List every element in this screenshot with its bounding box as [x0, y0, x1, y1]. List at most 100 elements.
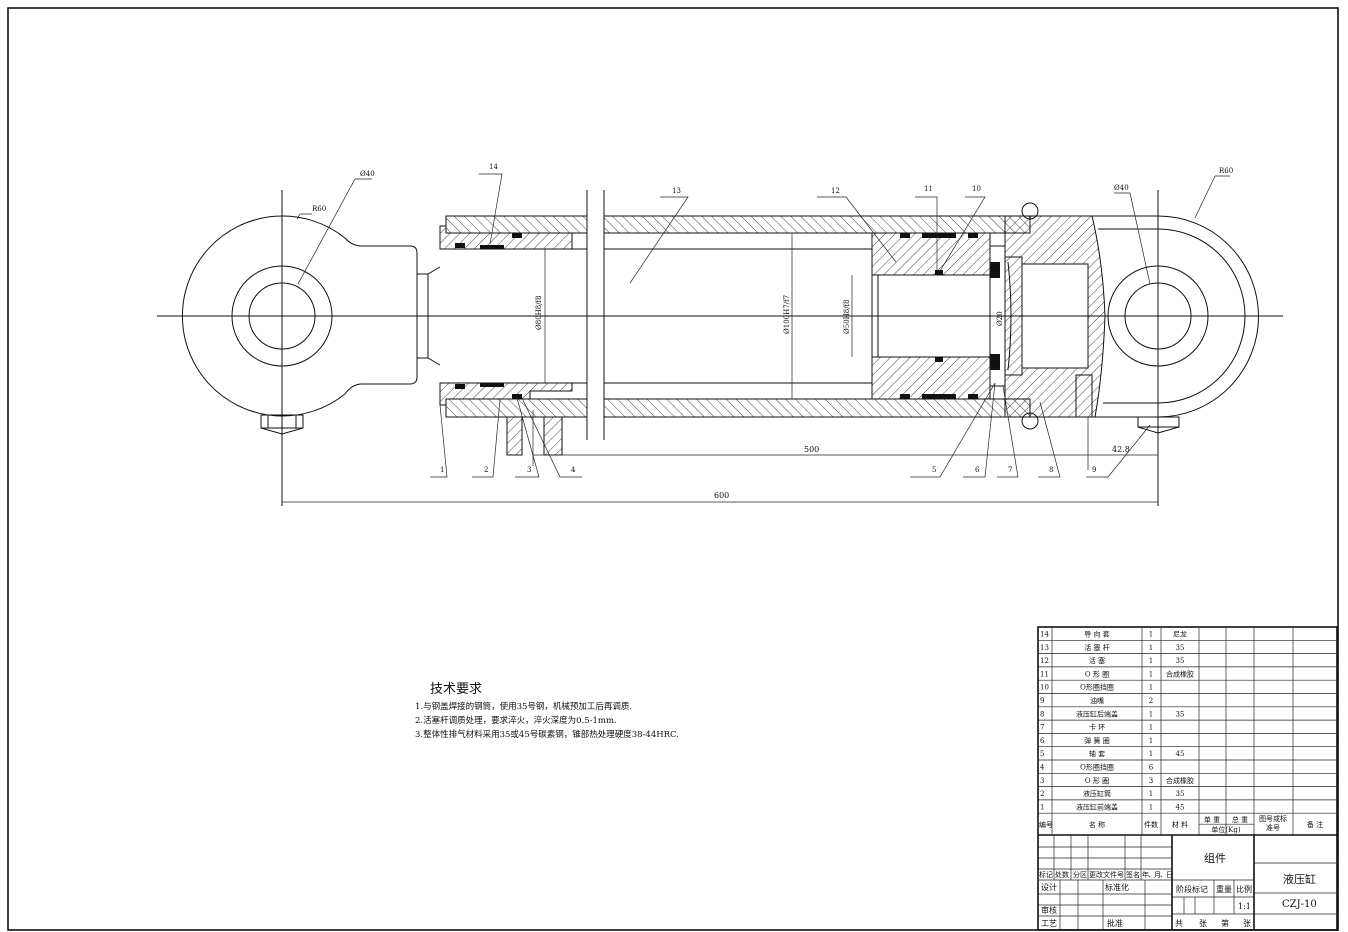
parts-cell-name: 液压缸筒: [1083, 789, 1111, 798]
tb-sheet-no: 第: [1221, 918, 1229, 928]
parts-header-material: 材 料: [1172, 820, 1188, 829]
dim-right-bore: Ø40: [1114, 184, 1129, 192]
balloon-5: 5: [932, 466, 936, 474]
parts-cell-material: 合成橡胶: [1166, 669, 1194, 678]
parts-cell-qty: 3: [1149, 777, 1153, 785]
parts-cell-name: 卡 环: [1089, 723, 1105, 732]
dim-piston-rod-fit: Ø50H8/f8: [843, 299, 851, 334]
balloon-7: 7: [1008, 466, 1012, 474]
parts-cell-no: 7: [1040, 724, 1044, 732]
parts-cell-qty: 1: [1149, 684, 1153, 692]
parts-cell-qty: 2: [1149, 697, 1153, 705]
parts-cell-qty: 1: [1149, 631, 1153, 639]
parts-cell-name: 油嘴: [1090, 696, 1104, 705]
technical-requirements: 技术要求 1.与钢盖焊接的钢筒，使用35号钢，机械预加工后再调质. 2.活塞杆调…: [415, 682, 679, 740]
dim-stroke: 500: [804, 445, 819, 454]
parts-header-total_weight: 总 重: [1232, 815, 1248, 824]
balloon-12: 12: [831, 187, 840, 195]
tb-assembly: 组件: [1204, 851, 1226, 865]
right-rod-eye: [1092, 215, 1259, 434]
parts-cell-qty: 6: [1149, 764, 1154, 772]
parts-cell-material: 35: [1176, 790, 1185, 798]
balloon-1: 1: [440, 466, 444, 474]
tb-weight: 重量: [1216, 884, 1232, 894]
tb-process: 工艺: [1041, 919, 1057, 928]
parts-header-qty: 件数: [1144, 820, 1158, 829]
dim-overall-length: 600: [714, 491, 729, 500]
front-end-cap: [439, 225, 587, 406]
parts-header-no: 编号: [1039, 820, 1053, 829]
dim-rod-fit: Ø80H8/f8: [535, 295, 543, 330]
dimensions: 600 500 42.8 Ø80H8/f8 Ø100H7/f7 Ø50H8/f8…: [282, 167, 1233, 503]
parts-cell-qty: 1: [1149, 790, 1153, 798]
tb-signature: 签名: [1126, 870, 1140, 879]
parts-cell-no: 5: [1040, 750, 1044, 758]
dim-offset: 42.8: [1112, 445, 1130, 454]
tb-date: 年、月、日: [1142, 870, 1172, 879]
cylinder-tube: [445, 190, 1031, 466]
drawing-number: CZJ-10: [1282, 899, 1317, 910]
tb-stage-mark: 阶段标记: [1176, 884, 1208, 894]
part-leaders: 1 2 3 4 5 6 7 8 9 10 11 12 13 14: [430, 163, 1151, 478]
dim-small-dia: Ø20: [996, 311, 1004, 326]
balloon-13: 13: [672, 187, 681, 195]
parts-cell-material: 45: [1176, 750, 1185, 758]
parts-cell-material: 35: [1176, 644, 1185, 652]
piston: [871, 232, 1006, 400]
parts-header-weight_unit: 单位(Kg): [1211, 825, 1240, 834]
parts-cell-no: 2: [1040, 790, 1044, 798]
balloon-9: 9: [1092, 466, 1096, 474]
tb-count: 处数: [1055, 870, 1069, 879]
tech-req-item: 3.整体性排气材料采用35或45号碳素钢，锥部热处理硬度38-44HRC.: [415, 729, 679, 740]
left-rod-eye: [181, 215, 441, 435]
parts-cell-name: O形圈挡圈: [1080, 683, 1114, 692]
balloon-11: 11: [924, 185, 933, 193]
tb-total: 共: [1175, 919, 1183, 928]
tb-scale-label: 比例: [1236, 884, 1252, 894]
parts-cell-no: 14: [1040, 631, 1049, 639]
parts-cell-name: O形圈挡圈: [1080, 763, 1114, 772]
parts-cell-material: 45: [1176, 803, 1185, 811]
parts-cell-qty: 1: [1149, 644, 1153, 652]
tech-req-item: 1.与钢盖焊接的钢筒，使用35号钢，机械预加工后再调质.: [415, 701, 632, 712]
parts-cell-name: 液压缸后端盖: [1076, 709, 1118, 718]
dim-right-radius: R60: [1219, 167, 1233, 175]
balloon-2: 2: [484, 466, 488, 474]
drawing-title: 液压缸: [1283, 872, 1316, 886]
parts-cell-material: 合成橡胶: [1166, 776, 1194, 785]
parts-cell-no: 8: [1040, 710, 1044, 718]
parts-header-unit_weight: 单 重: [1204, 815, 1220, 824]
parts-cell-no: 1: [1040, 803, 1044, 811]
tb-review: 审核: [1041, 905, 1057, 915]
tb-sheets: 张: [1199, 919, 1207, 928]
parts-header-name: 名 称: [1089, 820, 1105, 829]
balloon-10: 10: [972, 185, 981, 193]
title-block: 标记 处数 分区 更改文件号 签名 年、月、日 设计 标准化 审核 工艺 批准 …: [1038, 834, 1337, 930]
parts-cell-name: 弹 簧 圈: [1084, 736, 1109, 745]
parts-cell-no: 6: [1040, 737, 1045, 745]
parts-cell-qty: 1: [1149, 803, 1153, 811]
parts-cell-qty: 1: [1149, 750, 1153, 758]
dim-left-radius: R60: [312, 205, 326, 213]
parts-cell-no: 10: [1040, 684, 1049, 692]
parts-cell-material: 尼龙: [1173, 630, 1187, 639]
parts-cell-name: 活 塞: [1089, 656, 1105, 665]
balloon-3: 3: [527, 466, 531, 474]
drawing-frame: [7, 7, 1339, 931]
parts-cell-no: 11: [1040, 670, 1049, 678]
tech-req-title: 技术要求: [430, 682, 482, 697]
parts-cell-no: 9: [1040, 697, 1044, 705]
rear-end-cap: [1004, 202, 1106, 430]
parts-cell-no: 4: [1040, 764, 1045, 772]
parts-cell-name: 轴 套: [1089, 749, 1105, 758]
parts-cell-qty: 1: [1149, 710, 1153, 718]
tb-approve: 批准: [1107, 918, 1123, 928]
parts-header-drawing_no: 图号或标: [1259, 814, 1287, 823]
tb-scale: 1:1: [1238, 902, 1251, 911]
parts-cell-name: O 形 圈: [1085, 670, 1109, 678]
balloon-4: 4: [571, 466, 576, 474]
tb-design: 设计: [1041, 882, 1057, 892]
parts-cell-no: 13: [1040, 644, 1049, 652]
